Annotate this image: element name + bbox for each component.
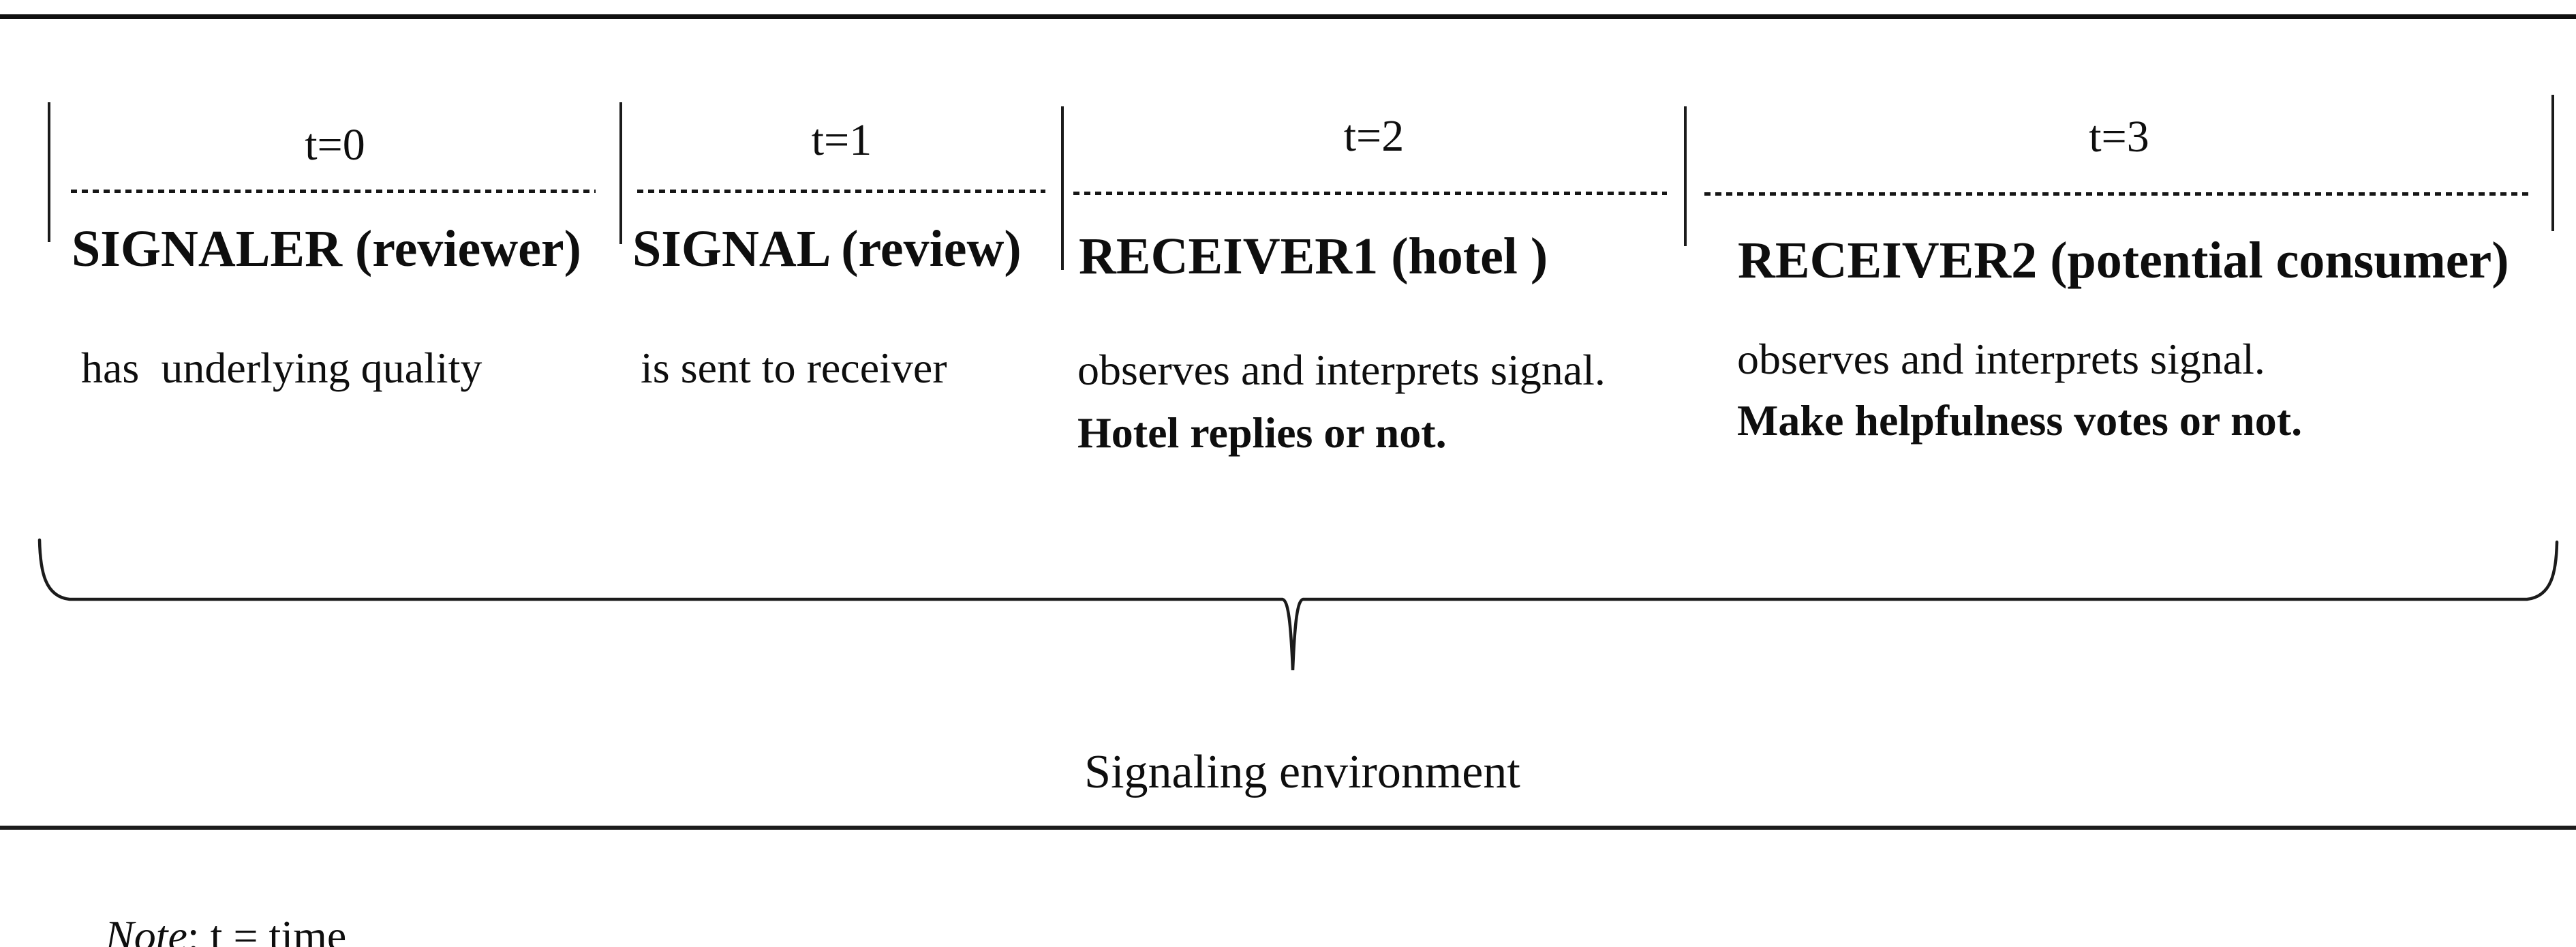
- role-header-signal: SIGNAL (review): [632, 220, 1022, 277]
- time-label-t2: t=2: [1343, 111, 1405, 161]
- dashed-divider: [71, 190, 596, 193]
- top-rule: [0, 14, 2576, 19]
- dashed-divider: [637, 190, 1045, 193]
- role-header-receiver2: RECEIVER2 (potential consumer): [1738, 232, 2509, 289]
- role-header-receiver1: RECEIVER1 (hotel ): [1079, 228, 1548, 285]
- column-divider-bar: [48, 102, 50, 242]
- column-divider-bar: [2551, 95, 2554, 231]
- time-label-t1: t=1: [811, 115, 872, 165]
- dashed-divider: [1704, 192, 2529, 196]
- description-receiver2: observes and interprets signal.: [1737, 335, 2265, 383]
- footnote-note-word: Note: [105, 912, 187, 947]
- role-header-signaler: SIGNALER (reviewer): [72, 220, 581, 277]
- underbrace-curly-brace: [37, 538, 2559, 671]
- time-label-t3: t=3: [2089, 112, 2149, 162]
- description-receiver1-action: Hotel replies or not.: [1077, 408, 1447, 457]
- column-divider-bar: [1684, 106, 1687, 246]
- time-label-t0: t=0: [305, 120, 365, 170]
- description-receiver1: observes and interprets signal.: [1077, 346, 1606, 394]
- description-signaler: has underlying quality: [81, 344, 482, 392]
- description-signal: is sent to receiver: [641, 344, 947, 392]
- footnote-text: : t = time: [187, 912, 347, 947]
- bottom-rule: [0, 826, 2576, 830]
- description-receiver2-action: Make helpfulness votes or not.: [1737, 396, 2303, 445]
- footnote: Note: t = time: [61, 871, 346, 947]
- brace-label-signaling-environment: Signaling environment: [1084, 746, 1520, 798]
- column-divider-bar: [1061, 106, 1064, 270]
- dashed-divider: [1073, 192, 1667, 195]
- column-divider-bar: [619, 102, 622, 244]
